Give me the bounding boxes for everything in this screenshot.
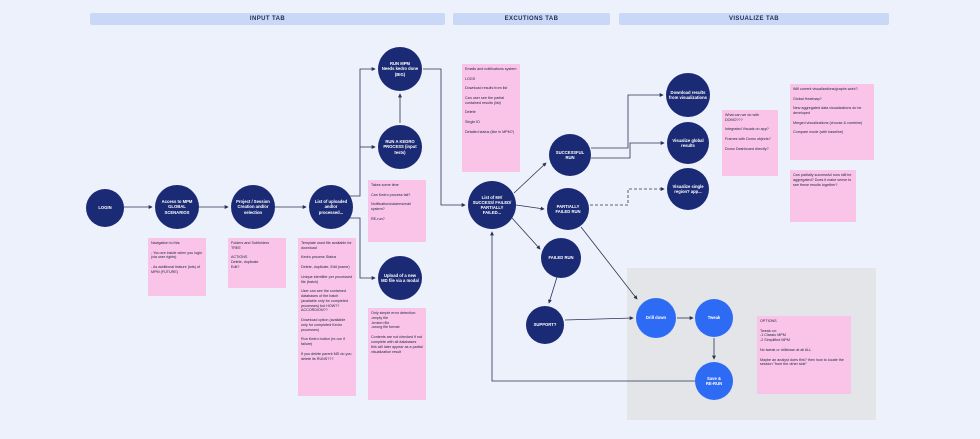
node-label: Drill down [645,315,667,321]
sticky-note-options[interactable]: OPTIONS Tweak on: -1 Classic MPM -2 Simp… [757,316,851,394]
node-label: FAILED RUN [548,255,574,261]
node-label: RUN A KEDRO PROCESS (input tests) [383,139,417,155]
sticky-note-navigation[interactable]: Navigation to this: - You are inside whe… [148,238,206,296]
tab-excutions[interactable]: EXCUTIONS TAB [453,13,610,25]
sticky-note-kedro-questions[interactable]: Takes some time Can Kedro process fail? … [368,180,426,242]
note-text: Can partially successful runs still be a… [793,173,852,187]
node-support[interactable]: SUPPORT? [526,306,564,344]
node-label: List of uploaded and/or processed... [314,199,348,215]
note-text: What can we do with DOMO??? Integrated V… [725,113,771,151]
node-label: PARTIALLY FAILED RUN [555,203,581,214]
note-text: Navigation to this: - You are inside whe… [151,241,203,274]
note-text: Only simple error detection: -empty file… [371,311,423,354]
node-download-results[interactable]: Download results from visualizations [666,73,710,117]
node-uploaded-list[interactable]: List of uploaded and/or processed... [309,185,353,229]
node-label: Project / Session Creation and/or select… [236,199,270,215]
tab-visualize[interactable]: VISUALIZE TAB [619,13,889,25]
node-label: SUCCESSFUL RUN [555,149,585,160]
node-partially-failed-run[interactable]: PARTIALLY FAILED RUN [547,188,589,230]
sticky-note-runs-list[interactable]: Emails and notifications system LOGS Dow… [462,64,520,172]
sticky-note-folders[interactable]: Folders and Subfolders TREE ACTIONS Dele… [228,238,286,288]
node-run-mpm[interactable]: RUN MPM Needs kedro done (BIG) [378,47,422,91]
node-login[interactable]: LOGIN [86,189,124,227]
node-drill-down[interactable]: Drill down [636,298,676,338]
node-failed-run[interactable]: FAILED RUN [541,238,581,278]
node-save-rerun[interactable]: Save & RE-RUN [695,362,733,400]
node-access-mpm[interactable]: Access to MPM GLOBAL SCENARIOS [155,185,199,229]
note-text: Template used file available for downloa… [301,241,353,361]
sticky-note-error-detection[interactable]: Only simple error detection: -empty file… [368,308,426,400]
node-visualize-region[interactable]: Visualize single region? app... [667,168,709,210]
node-project-session[interactable]: Project / Session Creation and/or select… [231,185,275,229]
sticky-note-upload-list[interactable]: Template used file available for downloa… [298,238,356,396]
node-label: RUN MPM Needs kedro done (BIG) [381,61,419,77]
node-label: Upload of a new MD file via a modal [381,272,419,283]
sticky-note-partial-aggregate[interactable]: Can partially successful runs still be a… [790,170,856,222]
node-label: Visualize global results [672,137,704,148]
node-label: Visualize single region? app... [672,183,704,194]
node-label: List of M#/ SUCCESS/ FAILED/ PARTIALLY F… [472,194,512,216]
node-successful-run[interactable]: SUCCESSFUL RUN [549,134,591,176]
note-text: OPTIONS Tweak on: -1 Classic MPM -2 Simp… [760,319,844,367]
note-text: Emails and notifications system LOGS Dow… [465,67,517,134]
node-label: Access to MPM GLOBAL SCENARIOS [161,199,193,215]
node-label: SUPPORT? [533,322,557,328]
node-run-kedro[interactable]: RUN A KEDRO PROCESS (input tests) [378,125,422,169]
note-text: Will current visualizations/graphs work?… [793,87,863,135]
node-label: Save & RE-RUN [705,375,723,386]
sticky-note-visualizations[interactable]: Will current visualizations/graphs work?… [790,84,874,160]
sticky-note-domo[interactable]: What can we do with DOMO??? Integrated V… [722,110,778,176]
note-text: Takes some time Can Kedro process fail? … [371,183,411,221]
node-upload-md[interactable]: Upload of a new MD file via a modal [378,256,422,300]
node-label: LOGIN [98,205,112,211]
node-visualize-global[interactable]: Visualize global results [667,122,709,164]
node-label: Tweak [707,315,721,321]
node-tweak[interactable]: Tweak [695,299,733,337]
tab-input[interactable]: INPUT TAB [90,13,445,25]
node-label: Download results from visualizations [669,89,707,100]
note-text: Folders and Subfolders TREE ACTIONS Dele… [231,241,270,270]
node-runs-status-list[interactable]: List of M#/ SUCCESS/ FAILED/ PARTIALLY F… [468,181,516,229]
